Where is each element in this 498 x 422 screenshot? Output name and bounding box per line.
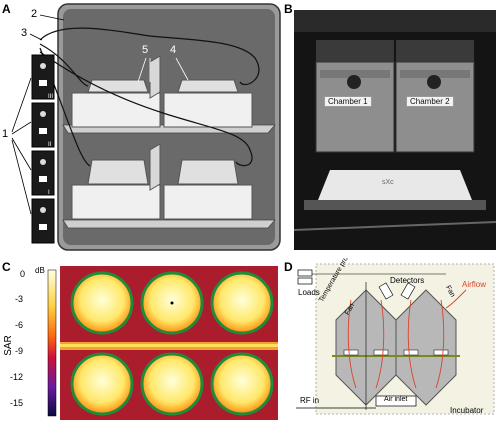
tick-9: -9 [15,346,24,356]
callout-3: 3 [21,27,28,39]
tick-6: -6 [15,320,24,330]
panel-a: A [0,0,290,255]
callout-5: 5 [142,44,149,56]
device-label-iii: III [48,94,54,100]
panel-c: C dB SAR 0 -3 -6 -9 -12 -15 [0,258,282,422]
chamber-photo [294,10,496,250]
callout-2: 2 [31,8,38,20]
tick-12: -12 [10,372,24,382]
panel-b: B Chamber 1 Chamber 2 sXc [282,0,498,255]
tick-3: -3 [15,294,24,304]
panel-d-label: D [284,260,293,274]
airflow-label: Airflow [462,280,487,289]
panel-b-label: B [284,2,293,16]
chamber-schematic [296,263,495,415]
air-inlet-label: Air inlet [384,396,408,403]
loads-label: Loads [298,288,320,297]
exposure-setup-drawing [11,3,281,251]
callout-1: 1 [2,128,9,140]
panel-c-label: C [2,260,11,274]
colorbar-unit: dB [35,266,45,275]
callout-4: 4 [170,44,177,56]
colorbar-axis-label: SAR [2,335,14,356]
panel-a-label: A [2,2,11,16]
chamber-2-label: Chamber 2 [406,96,454,107]
logo-sxc: sXc [382,179,394,186]
rf-in-label: RF in [300,396,320,405]
tick-15: -15 [10,398,24,408]
incubator-label: Incubator [450,406,484,415]
chamber-1-label: Chamber 1 [324,96,372,107]
sar-heatmap [47,266,278,420]
device-label-ii: II [48,142,52,148]
device-label-i: I [48,190,50,196]
panel-d: D Loads Detectors Temperature pro [282,258,498,422]
detectors-label: Detectors [390,276,425,285]
tick-0: 0 [20,269,26,279]
